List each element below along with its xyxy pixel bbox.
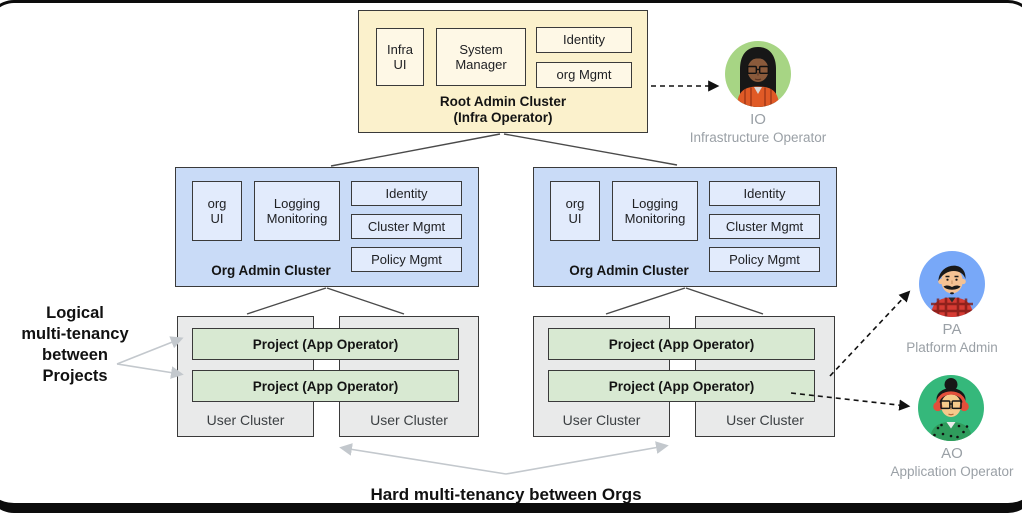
actor-io [725, 41, 791, 107]
project-bar: Project (App Operator) [548, 328, 815, 360]
component-cluster-mgmt-label: Cluster Mgmt [367, 218, 446, 234]
component-policy-mgmt-label: Policy Mgmt [729, 251, 800, 267]
actor-ao-role: Application Operator [890, 464, 1014, 479]
project-bar-label: Project (App Operator) [252, 378, 399, 394]
component-policy-mgmt: Policy Mgmt [709, 247, 820, 272]
logical-label-line4: Projects [42, 367, 108, 385]
actor-io-initials: IO [750, 111, 766, 128]
component-identity-org-label: Identity [385, 185, 428, 201]
project-bar: Project (App Operator) [548, 370, 815, 402]
logical-label-line3: between [41, 346, 109, 364]
org-admin-cluster-right: org UI Logging Monitoring Identity Clust… [533, 167, 837, 287]
component-org-ui: org UI [192, 181, 242, 241]
component-cluster-mgmt: Cluster Mgmt [351, 214, 462, 239]
logical-label-line1: Logical [46, 304, 104, 322]
logical-multitenancy-label: Logical multi-tenancy between Projects [0, 303, 150, 387]
component-identity-root: Identity [536, 27, 632, 53]
root-cluster-title: Root Admin Cluster (Infra Operator) [359, 94, 647, 126]
org-admin-cluster-left: org UI Logging Monitoring Identity Clust… [175, 167, 479, 287]
component-system-manager: System Manager [436, 28, 526, 86]
component-org-mgmt: org Mgmt [536, 62, 632, 88]
component-policy-mgmt: Policy Mgmt [351, 247, 462, 272]
root-cluster-title-line2: (Infra Operator) [453, 110, 553, 125]
component-identity-org: Identity [351, 181, 462, 206]
component-identity-org: Identity [709, 181, 820, 206]
component-policy-mgmt-label: Policy Mgmt [371, 251, 442, 267]
connector-root-to-org-right [503, 133, 678, 166]
project-bar: Project (App Operator) [192, 370, 459, 402]
project-bar-label: Project (App Operator) [252, 336, 399, 352]
component-org-ui: org UI [550, 181, 600, 241]
project-bar-label: Project (App Operator) [608, 336, 755, 352]
root-cluster-title-line1: Root Admin Cluster [439, 94, 567, 109]
org-cluster-title: Org Admin Cluster [211, 263, 331, 278]
root-admin-cluster: Infra UI System Manager Identity org Mgm… [358, 10, 648, 133]
connector-orgleft-to-usercluster-a [246, 287, 327, 315]
user-cluster-group-left: Project (App Operator) Project (App Oper… [177, 316, 479, 437]
component-org-ui-label: org UI [207, 195, 227, 226]
user-cluster-label: User Cluster [562, 412, 641, 428]
connector-orgright-to-usercluster-a [605, 287, 686, 315]
connector-orgleft-to-usercluster-b [326, 287, 405, 315]
user-cluster-group-right: Project (App Operator) Project (App Oper… [533, 316, 835, 437]
user-cluster-label: User Cluster [370, 412, 448, 428]
actor-ao-label: AO Application Operator [872, 445, 1022, 480]
actor-pa-role: Platform Admin [906, 340, 998, 355]
component-identity-org-label: Identity [743, 185, 786, 201]
component-logging-monitoring: Logging Monitoring [612, 181, 698, 241]
user-cluster-label: User Cluster [726, 412, 804, 428]
component-logging-monitoring: Logging Monitoring [254, 181, 340, 241]
actor-pa-label: PA Platform Admin [872, 321, 1022, 356]
component-cluster-mgmt: Cluster Mgmt [709, 214, 820, 239]
component-infra-ui: Infra UI [376, 28, 424, 86]
logical-label-line2: multi-tenancy [21, 325, 129, 343]
connector-orgright-to-usercluster-b [685, 287, 764, 315]
actor-ao-initials: AO [941, 445, 963, 462]
arrow-hard-to-orgs-left [339, 443, 507, 475]
pa-avatar-icon [919, 251, 985, 317]
actor-pa-initials: PA [942, 321, 962, 338]
component-logging-monitoring-label: Logging Monitoring [624, 195, 686, 226]
connector-root-to-org-left [330, 133, 501, 167]
component-org-ui-label: org UI [565, 195, 585, 226]
project-bar: Project (App Operator) [192, 328, 459, 360]
component-system-manager-label: System Manager [455, 41, 507, 72]
user-cluster-label: User Cluster [206, 412, 285, 428]
hard-multitenancy-label: Hard multi-tenancy between Orgs [370, 485, 642, 504]
component-cluster-mgmt-label: Cluster Mgmt [725, 218, 804, 234]
project-bar-label: Project (App Operator) [608, 378, 755, 394]
component-identity-root-label: Identity [563, 32, 605, 48]
actor-io-role: Infrastructure Operator [689, 130, 827, 145]
ao-avatar-icon [918, 375, 984, 441]
actor-ao [918, 375, 984, 441]
actor-pa [919, 251, 985, 317]
arrow-hard-to-orgs-right [505, 441, 669, 475]
component-infra-ui-label: Infra UI [386, 41, 413, 72]
org-cluster-title: Org Admin Cluster [569, 263, 689, 278]
component-org-mgmt-label: org Mgmt [556, 67, 612, 83]
io-avatar-icon [725, 41, 791, 107]
actor-io-label: IO Infrastructure Operator [675, 111, 841, 146]
component-logging-monitoring-label: Logging Monitoring [266, 195, 328, 226]
